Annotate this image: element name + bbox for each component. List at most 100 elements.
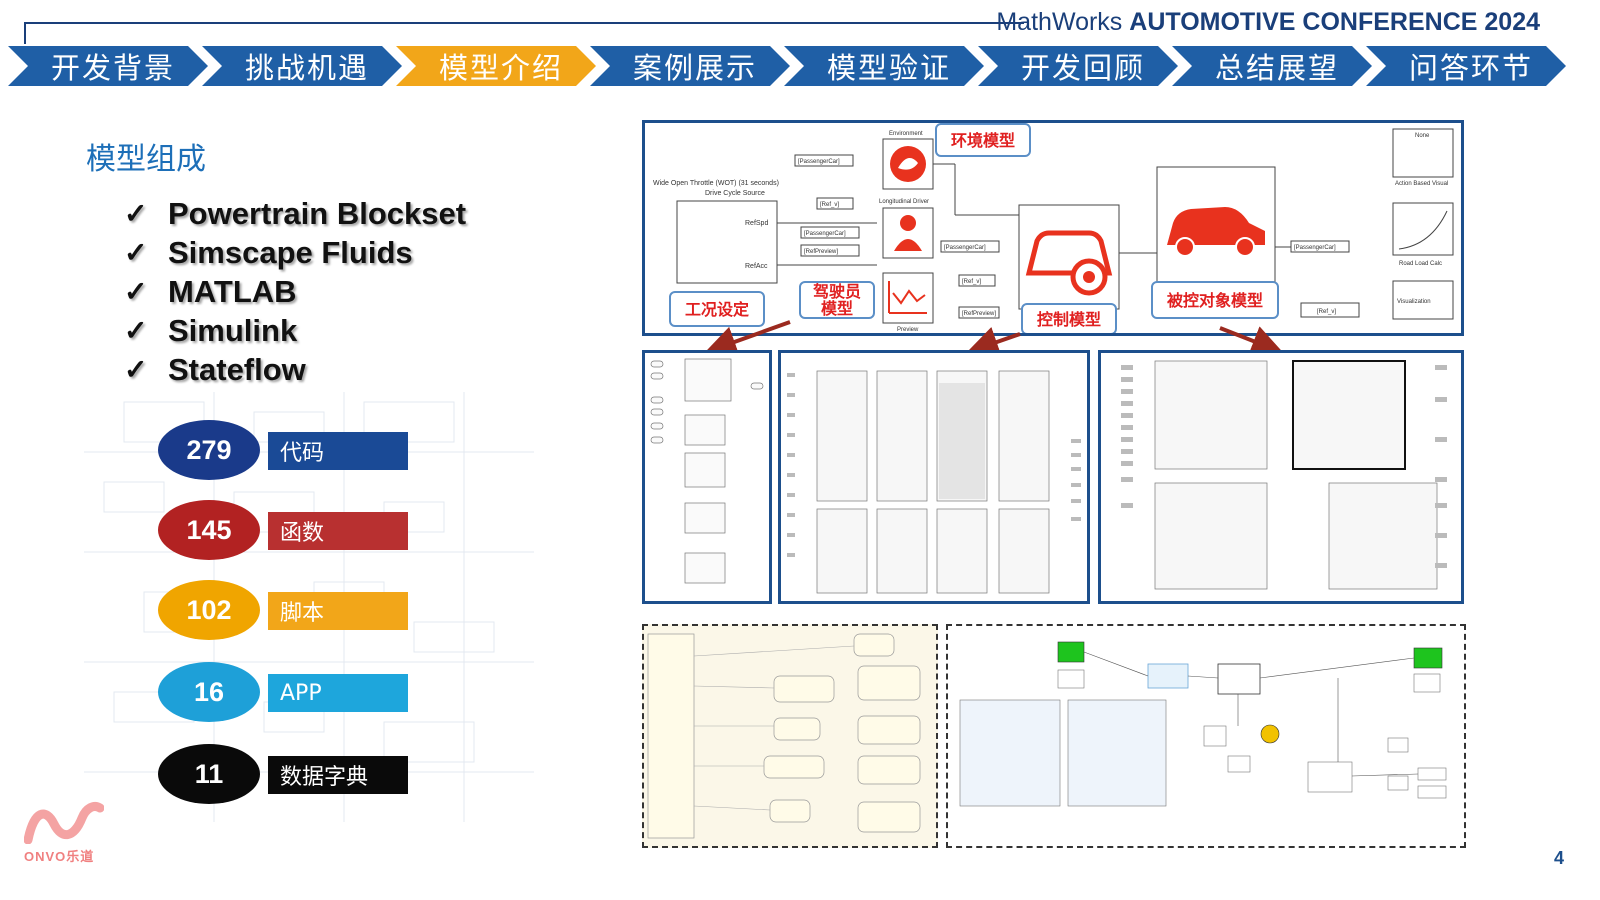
checkmark-icon: ✓ [124, 237, 148, 268]
onvo-logo-text: ONVO乐道 [24, 849, 95, 864]
visualization-label: Visualization [1397, 299, 1431, 305]
environment-block-label: Environment [889, 131, 923, 137]
preview-chart-icon [888, 281, 927, 314]
tag-ref-v-2 [958, 274, 996, 287]
component-name: Stateflow [168, 351, 306, 387]
green-sink-block [1413, 647, 1443, 669]
nav-tab-4[interactable]: 案例展示 [590, 46, 790, 86]
stateflow-diagram [647, 633, 921, 839]
nav-tab-8[interactable]: 问答环节 [1366, 46, 1566, 86]
tag-ref-preview-1 [800, 244, 860, 257]
callout-drive-cycle: 工况设定 [669, 291, 765, 327]
longitudinal-driver-label: Longitudinal Driver [879, 199, 929, 205]
stat-count: 145 [158, 500, 260, 560]
component-item: ✓ Stateflow [124, 350, 466, 389]
tag-passenger-car-1 [794, 154, 854, 167]
stat-count: 16 [158, 662, 260, 722]
svg-text:[Ref_v]: [Ref_v] [1317, 309, 1336, 315]
tag-ref-v-1 [816, 197, 854, 210]
drive-cycle-source-label: Drive Cycle Source [705, 190, 765, 197]
conference-name: AUTOMOTIVE CONFERENCE 2024 [1129, 8, 1540, 36]
svg-text:[Ref_v]: [Ref_v] [820, 202, 839, 208]
plant-detail-panel [1098, 350, 1464, 604]
component-name: Simulink [168, 312, 298, 348]
stat-label: 数据字典 [268, 756, 408, 794]
checkmark-icon: ✓ [124, 315, 148, 346]
callout-environment-model: 环境模型 [935, 123, 1031, 157]
arrow-plant-detail [1219, 326, 1284, 357]
road-load-calc-label: Road Load Calc [1399, 261, 1442, 267]
checkmark-icon: ✓ [124, 198, 148, 229]
ctrl-subsystem-group [959, 699, 1061, 807]
page-number: 4 [1553, 848, 1564, 868]
stat-label: 函数 [268, 512, 408, 550]
none-label: None [1415, 133, 1430, 139]
drive-cycle-block [676, 200, 778, 284]
arrow-controller-detail [966, 327, 1021, 358]
simscape-diagram [959, 641, 1447, 807]
nav-tab-label: 案例展示 [632, 51, 757, 85]
stat-label: 代码 [268, 432, 408, 470]
stat-label: 脚本 [268, 592, 408, 630]
svg-text:[Ref_v]: [Ref_v] [962, 279, 981, 285]
environment-subsystem-group [1067, 699, 1167, 807]
visualization-block [1392, 280, 1454, 320]
component-name: Simscape Fluids [168, 234, 413, 270]
nav-tab-3[interactable]: 模型介绍 [396, 46, 596, 86]
tag-ref-preview-2 [958, 306, 1000, 319]
component-item: ✓ Simscape Fluids [124, 233, 466, 272]
arrow-driver-detail [704, 320, 791, 357]
svg-text:[RefPreview]: [RefPreview] [804, 249, 838, 255]
stat-count: 102 [158, 580, 260, 640]
controller-detail-diagram [787, 370, 1081, 594]
stat-label: APP [268, 674, 408, 712]
component-name: MATLAB [168, 273, 297, 309]
driver-icon [900, 215, 916, 231]
top-architecture-panel: Wide Open Throttle (WOT) (31 seconds) Dr… [642, 120, 1464, 336]
svg-text:[PassengerCar]: [PassengerCar] [804, 231, 846, 237]
action-based-visual-block [1392, 128, 1454, 178]
preview-label: Preview [897, 327, 919, 333]
simscape-panel [946, 624, 1466, 848]
nav-tab-7[interactable]: 总结展望 [1172, 46, 1372, 86]
nav-tab-label: 模型验证 [826, 51, 951, 85]
svg-text:[PassengerCar]: [PassengerCar] [798, 159, 840, 165]
callout-driver-model: 驾驶员模型 [799, 281, 875, 319]
plant-car-icon [1167, 207, 1265, 245]
nav-tab-2[interactable]: 挑战机遇 [202, 46, 402, 86]
stat-count: 279 [158, 420, 260, 480]
action-based-visual-label: Action Based Visual [1395, 181, 1448, 187]
road-load-calc-block [1392, 202, 1454, 256]
component-name: Powertrain Blockset [168, 195, 467, 231]
checkmark-icon: ✓ [124, 354, 148, 385]
preview-block [882, 272, 934, 324]
nav-tab-label: 挑战机遇 [244, 51, 369, 85]
component-item: ✓ MATLAB [124, 272, 466, 311]
section-nav: 开发背景 挑战机遇 模型介绍 案例展示 模型验证 开发回顾 总结展望问答环节 [8, 46, 1566, 86]
tag-passenger-car-3 [940, 240, 1000, 253]
callout-controller-model: 控制模型 [1021, 303, 1117, 333]
driver-detail-diagram [650, 358, 764, 584]
nav-tab-1[interactable]: 开发背景 [8, 46, 208, 86]
nav-tab-label: 模型介绍 [438, 51, 563, 85]
component-item: ✓ Simulink [124, 311, 466, 350]
ref-spd-port: RefSpd [745, 220, 768, 227]
controller-car-icon [1025, 230, 1113, 276]
nav-tab-label: 总结展望 [1214, 51, 1339, 85]
checkmark-icon: ✓ [124, 276, 148, 307]
header-rule-tick [24, 22, 26, 44]
callout-plant-model: 被控对象模型 [1151, 281, 1279, 319]
svg-text:[PassengerCar]: [PassengerCar] [944, 245, 986, 251]
component-checklist: ✓ Powertrain Blockset ✓ Simscape Fluids ✓ MAT… [124, 194, 466, 389]
nav-tab-6[interactable]: 开发回顾 [978, 46, 1178, 86]
detail-arrows [704, 320, 1284, 358]
brand-name: MathWorks [996, 8, 1123, 36]
driver-detail-panel [642, 350, 772, 604]
plant-detail-diagram [1121, 360, 1447, 590]
stat-count: 11 [158, 744, 260, 804]
tag-ref-v-3 [1300, 302, 1360, 318]
svg-text:[PassengerCar]: [PassengerCar] [1294, 245, 1336, 251]
nav-tab-5[interactable]: 模型验证 [784, 46, 984, 86]
nav-tab-label: 开发回顾 [1020, 51, 1145, 85]
ref-acc-port: RefAcc [745, 263, 768, 270]
